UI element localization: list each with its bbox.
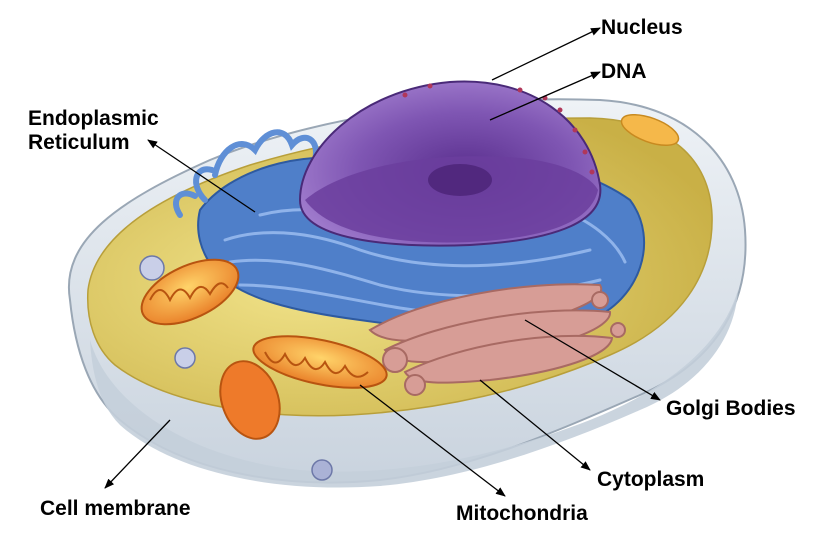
pointer-cytoplasm xyxy=(479,379,591,471)
vesicles xyxy=(139,114,680,481)
label-endoplasmic-reticulum: Endoplasmic Reticulum xyxy=(28,107,159,155)
nucleus-interior xyxy=(305,156,598,243)
label-golgi-bodies: Golgi Bodies xyxy=(666,397,796,420)
label-er-line2: Reticulum xyxy=(28,131,130,154)
label-dna: DNA xyxy=(601,60,647,83)
golgi-bodies-shape xyxy=(368,283,626,396)
label-mitochondria: Mitochondria xyxy=(456,502,588,525)
label-nucleus: Nucleus xyxy=(601,16,683,39)
nucleolus xyxy=(428,164,492,196)
pointer-er xyxy=(147,139,256,213)
label-cell-membrane: Cell membrane xyxy=(40,497,191,520)
nuclear-pores xyxy=(402,83,595,175)
label-er-line1: Endoplasmic xyxy=(28,107,159,130)
pointer-golgi xyxy=(524,319,661,401)
pointer-cell-membrane xyxy=(104,419,171,489)
pointer-lines xyxy=(104,27,661,497)
er-tubules xyxy=(173,129,319,218)
pointer-dna xyxy=(489,71,601,121)
label-cytoplasm: Cytoplasm xyxy=(597,468,705,491)
mitochondria-shapes xyxy=(140,258,388,440)
pointer-mitochondria xyxy=(359,384,506,497)
pointer-nucleus xyxy=(491,27,601,81)
